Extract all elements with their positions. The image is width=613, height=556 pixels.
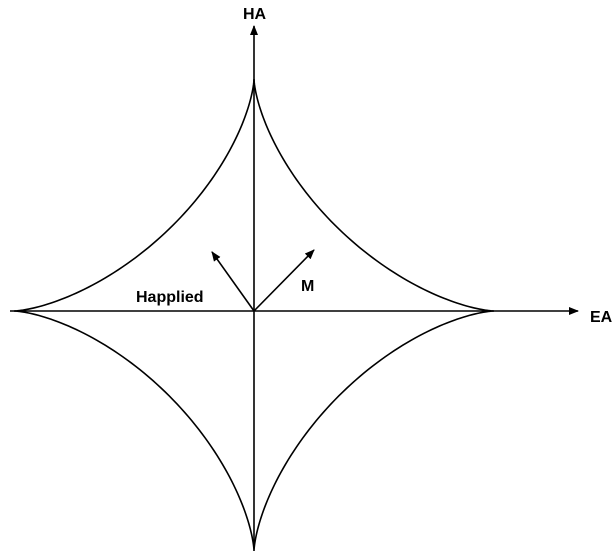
easy-axis-label: EA [590, 309, 613, 326]
applied-field-arrow [211, 251, 255, 312]
hard-axis-label: HA [243, 6, 267, 23]
astroid-curve [14, 79, 494, 551]
magnetization-label: M [301, 278, 314, 295]
magnetization-arrow [253, 249, 315, 312]
applied-field-label: Happlied [136, 289, 204, 306]
